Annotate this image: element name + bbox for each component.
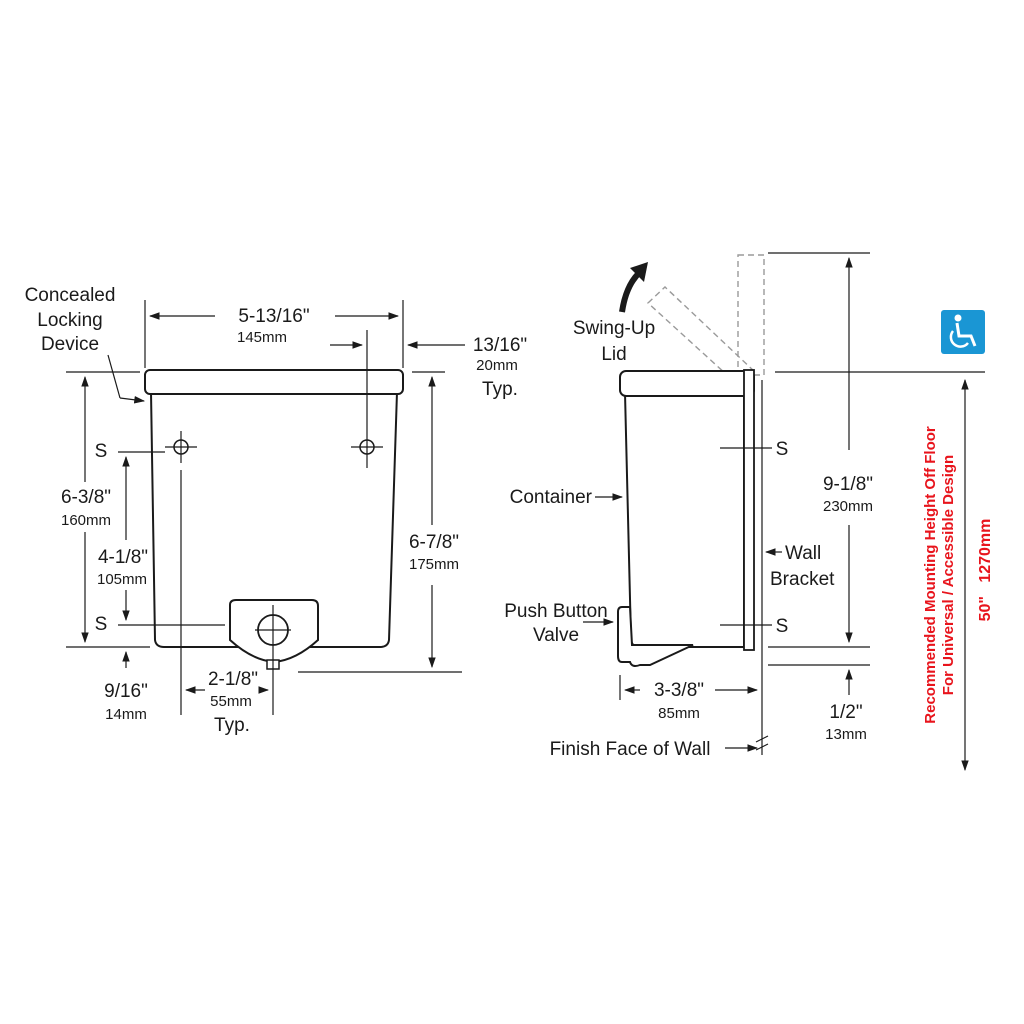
valve-offset-typ-label: Typ. [214,715,250,736]
lid-overhang-mm-label: 20mm [476,357,518,374]
mount-height-value: 50" 1270mm [977,519,994,622]
depth-in-label: 3-3/8" [654,680,704,701]
height-total-mm-label: 160mm [61,512,111,529]
front-dimensions [66,300,465,694]
mount-height-label-2: For Universal / Accessible Design [940,455,957,695]
valve-offset-in-label: 2-1/8" [208,669,258,690]
height-right-mm-label: 175mm [409,556,459,573]
mount-spacing-in-label: 4-1/8" [98,547,148,568]
side-view [617,254,772,755]
depth-mm-label: 85mm [658,705,700,722]
half-mm-label: 13mm [825,726,867,743]
container-label: Container [510,487,593,508]
side-container-body [623,392,745,648]
concealed-locking-label-3: Device [41,334,99,355]
lid-overhang-in-label: 13/16" [473,335,527,356]
bottom-offset-in-label: 9/16" [104,681,148,702]
labels: Concealed Locking Device 5-13/16" 145mm … [25,285,994,760]
valve-offset-mm-label: 55mm [210,693,252,710]
finish-face-label: Finish Face of Wall [550,739,711,760]
side-lid [619,370,755,397]
wall-bracket-label-1: Wall [785,543,821,564]
wheelchair-icon [941,310,985,354]
front-view [118,330,404,715]
swing-up-label-2: Lid [601,344,626,365]
push-button-label-1: Push Button [504,601,608,622]
lid-overhang-typ-label: Typ. [482,379,518,400]
half-in-label: 1/2" [829,702,862,723]
height-right-in-label: 6-7/8" [409,532,459,553]
s-upper-side-label: S [776,439,789,460]
concealed-locking-label-2: Locking [37,310,103,331]
lid-open-vertical-ghost [737,254,765,376]
front-valve-housing [229,599,319,664]
lid-clearance-mm-label: 230mm [823,498,873,515]
bottom-offset-mm-label: 14mm [105,706,147,723]
lid-open-angled-ghost [646,286,757,386]
height-total-in-label: 6-3/8" [61,487,111,508]
swing-up-arrow [619,269,643,313]
wall-bracket [743,369,755,651]
side-push-button-valve [617,606,694,667]
mount-spacing-mm-label: 105mm [97,571,147,588]
front-container-body [149,391,399,648]
push-button-label-2: Valve [533,625,579,646]
wall-bracket-label-2: Bracket [770,569,835,590]
s-upper-front-label: S [95,441,108,462]
side-dimensions [583,252,985,772]
lid-clearance-in-label: 9-1/8" [823,474,873,495]
front-lid [144,369,404,395]
width-mm-label: 145mm [237,329,287,346]
mount-height-label-1: Recommended Mounting Height Off Floor [922,426,939,724]
s-lower-front-label: S [95,614,108,635]
swing-up-label-1: Swing-Up [573,318,655,339]
width-in-label: 5-13/16" [238,306,309,327]
s-lower-side-label: S [776,616,789,637]
concealed-locking-label-1: Concealed [25,285,116,306]
